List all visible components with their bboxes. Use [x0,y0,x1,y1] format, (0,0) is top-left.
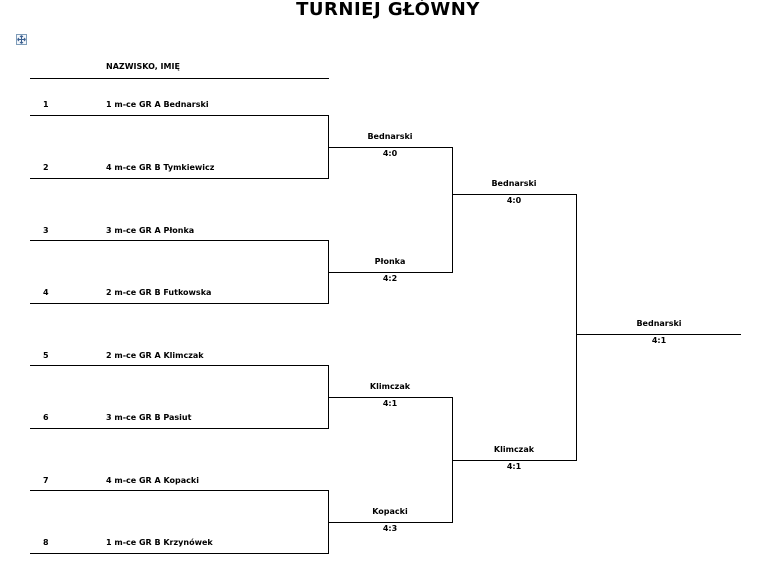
bracket-line [30,115,329,116]
entry-number: 2 [43,163,49,172]
bracket-line [452,194,577,195]
match-winner: Bednarski [491,179,537,188]
bracket-line [328,522,453,523]
entry-name: 2 m-ce GR B Futkowska [106,288,212,297]
table-move-handle-icon[interactable] [16,34,27,45]
match-winner: Płonka [374,257,406,266]
match-winner: Kopacki [372,507,408,516]
entry-name: 1 m-ce GR A Bednarski [106,100,209,109]
bracket-line [30,428,329,429]
match-winner: Bednarski [367,132,413,141]
match-score: 4:1 [506,462,522,471]
match-score: 4:0 [382,149,398,158]
final-winner: Bednarski [636,319,682,328]
bracket-line [30,365,329,366]
bracket-line [328,147,453,148]
entry-number: 7 [43,476,49,485]
bracket-connector [576,194,577,461]
bracket-line [30,178,329,179]
entry-name: 3 m-ce GR B Pasiut [106,413,192,422]
match-score: 4:1 [382,399,398,408]
entry-name: 2 m-ce GR A Klimczak [106,351,204,360]
bracket-line [328,272,453,273]
match-winner: Klimczak [369,382,411,391]
entry-name: 4 m-ce GR B Tymkiewicz [106,163,215,172]
bracket-line [576,334,741,335]
match-score: 4:0 [506,196,522,205]
bracket-connector [452,147,453,273]
entry-number: 6 [43,413,49,422]
match-score: 4:3 [382,524,398,533]
entry-number: 4 [43,288,49,297]
bracket-line [30,303,329,304]
entry-number: 3 [43,226,49,235]
bracket-line [328,397,453,398]
column-header-name: NAZWISKO, IMIĘ [106,62,180,71]
entry-name: 1 m-ce GR B Krzynówek [106,538,213,547]
bracket-line [30,240,329,241]
bracket-line [30,553,329,554]
entry-number: 8 [43,538,49,547]
entry-number: 5 [43,351,49,360]
header-underline [30,78,329,79]
entry-number: 1 [43,100,49,109]
entry-name: 3 m-ce GR A Płonka [106,226,195,235]
page-title: TURNIEJ GŁÓWNY [296,0,480,20]
bracket-line [30,490,329,491]
final-score: 4:1 [651,336,667,345]
match-winner: Klimczak [493,445,535,454]
match-score: 4:2 [382,274,398,283]
bracket-line [452,460,577,461]
entry-name: 4 m-ce GR A Kopacki [106,476,199,485]
